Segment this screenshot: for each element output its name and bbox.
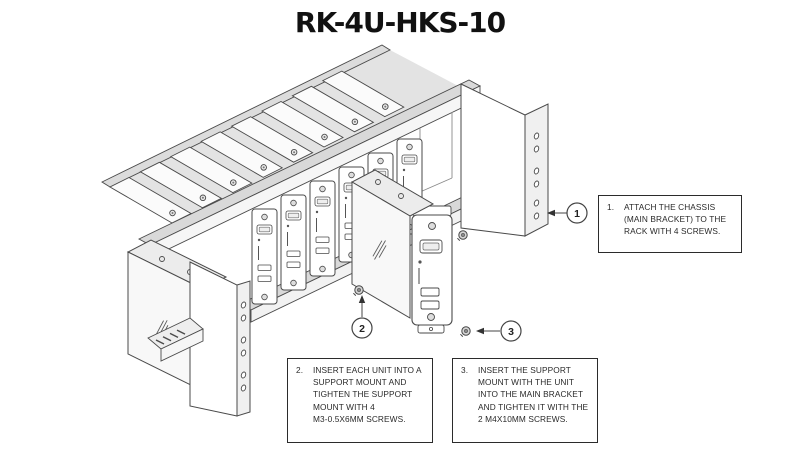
callout-3: 3 <box>476 320 522 342</box>
callout-1: 1 <box>547 202 588 224</box>
fin-screw-icon <box>323 136 326 138</box>
callout-1-circle <box>566 202 588 224</box>
callout-2-arrowhead-icon <box>358 295 366 303</box>
support-mount-panel <box>411 214 453 326</box>
unit-front-panel <box>251 208 278 305</box>
led-icon <box>344 196 348 200</box>
left-ear-flange <box>236 280 251 417</box>
port-slot-icon <box>257 264 272 271</box>
mounting-hole <box>533 132 540 140</box>
port-slot-icon <box>315 236 330 243</box>
port-slot-icon <box>315 247 330 254</box>
instruction-2-text: INSERT EACH UNIT INTO A SUPPORT MOUNT AN… <box>313 365 422 424</box>
instruction-box-1: 1. ATTACH THE CHASSIS (MAIN BRACKET) TO … <box>598 195 742 253</box>
port-slot-icon <box>420 287 440 297</box>
panel-thumbscrew-icon <box>406 143 413 151</box>
fin-screw-icon <box>171 212 174 214</box>
panel-thumbscrew-icon <box>290 199 297 207</box>
right-ear-mounting-holes <box>533 132 540 220</box>
tray-slot <box>155 339 165 345</box>
callout-3-arrowhead-icon <box>476 327 484 335</box>
loose-screws <box>353 230 471 337</box>
mounting-hole <box>240 349 247 357</box>
callout-2-circle <box>351 317 373 339</box>
diagram-title: RK-4U-HKS-10 <box>294 6 506 39</box>
brand-marking <box>372 240 387 260</box>
mount-screw-hole <box>428 326 433 331</box>
callout-1-arrowhead-icon <box>547 209 555 217</box>
left-ear-mounting-holes <box>240 301 247 392</box>
tray-slot <box>176 329 186 335</box>
unit-top-screw-icon <box>375 179 381 185</box>
callout-3-circle <box>500 320 522 342</box>
mounting-hole <box>240 314 247 322</box>
mounting-hole <box>533 199 540 207</box>
screw-icon <box>353 285 364 296</box>
fin-screw-icon <box>201 196 204 199</box>
instruction-3-text: INSERT THE SUPPORT MOUNT WITH THE UNIT I… <box>478 365 589 424</box>
port-slot-icon <box>286 261 301 268</box>
unit-front-panel <box>280 194 307 291</box>
screw-icon <box>460 326 471 337</box>
mounting-hole <box>533 167 540 175</box>
left-rack-ear <box>147 261 251 417</box>
unit-front-panel <box>309 180 336 277</box>
callout-2-number: 2 <box>359 323 365 335</box>
detached-unit-side-face <box>351 181 411 319</box>
fin-screw-icon <box>262 166 265 169</box>
port-slot-icon <box>420 300 440 310</box>
callout-3-number: 3 <box>508 326 514 338</box>
mounting-hole <box>240 301 247 309</box>
tray-slot <box>169 332 179 339</box>
mounting-hole <box>533 145 540 153</box>
screw-icon <box>457 230 468 241</box>
unit-top-fins <box>109 70 405 224</box>
led-icon <box>315 210 319 214</box>
panel-thumbscrew-icon <box>427 313 435 321</box>
mounting-hole <box>240 336 247 344</box>
support-tray-slots <box>155 329 186 345</box>
mounting-hole <box>533 180 540 188</box>
right-ear-plate <box>460 83 526 237</box>
instruction-1-number: 1. <box>607 202 615 212</box>
panel-thumbscrew-icon <box>261 293 268 301</box>
panel-thumbscrew-icon <box>319 185 326 193</box>
unit-top-screw-icon <box>159 256 165 262</box>
callout-2: 2 <box>351 295 373 339</box>
right-rack-ear <box>460 83 549 237</box>
mounting-hole <box>240 371 247 379</box>
led-icon <box>418 260 422 264</box>
mounting-hole <box>533 212 540 220</box>
panel-thumbscrew-icon <box>428 222 436 230</box>
panel-thumbscrew-icon <box>319 265 326 273</box>
led-icon <box>402 168 406 172</box>
instruction-3-number: 3. <box>461 365 469 375</box>
led-icon <box>286 224 290 228</box>
support-tray-front <box>160 328 204 362</box>
fin-screw-icon <box>232 181 235 184</box>
fin-screw-icon <box>353 120 356 123</box>
fin-screw-icon <box>293 151 296 154</box>
instruction-2-number: 2. <box>296 365 304 375</box>
panel-thumbscrew-icon <box>377 157 384 165</box>
mounting-hole <box>240 384 247 392</box>
port-slot-icon <box>257 275 272 282</box>
instruction-box-2: 2. INSERT EACH UNIT INTO A SUPPORT MOUNT… <box>287 358 433 443</box>
fin-screw-icon <box>384 105 387 108</box>
instruction-1-text: ATTACH THE CHASSIS (MAIN BRACKET) TO THE… <box>624 202 727 237</box>
panel-thumbscrew-icon <box>348 171 355 179</box>
led-icon <box>257 238 261 242</box>
tray-slot <box>162 336 172 342</box>
instruction-box-3: 3. INSERT THE SUPPORT MOUNT WITH THE UNI… <box>452 358 598 443</box>
panel-thumbscrew-icon <box>290 279 297 287</box>
detached-unit <box>350 169 453 334</box>
callout-1-number: 1 <box>574 208 580 220</box>
panel-thumbscrew-icon <box>261 213 268 221</box>
port-slot-icon <box>286 250 301 257</box>
unit-top-screw-icon <box>398 193 404 199</box>
